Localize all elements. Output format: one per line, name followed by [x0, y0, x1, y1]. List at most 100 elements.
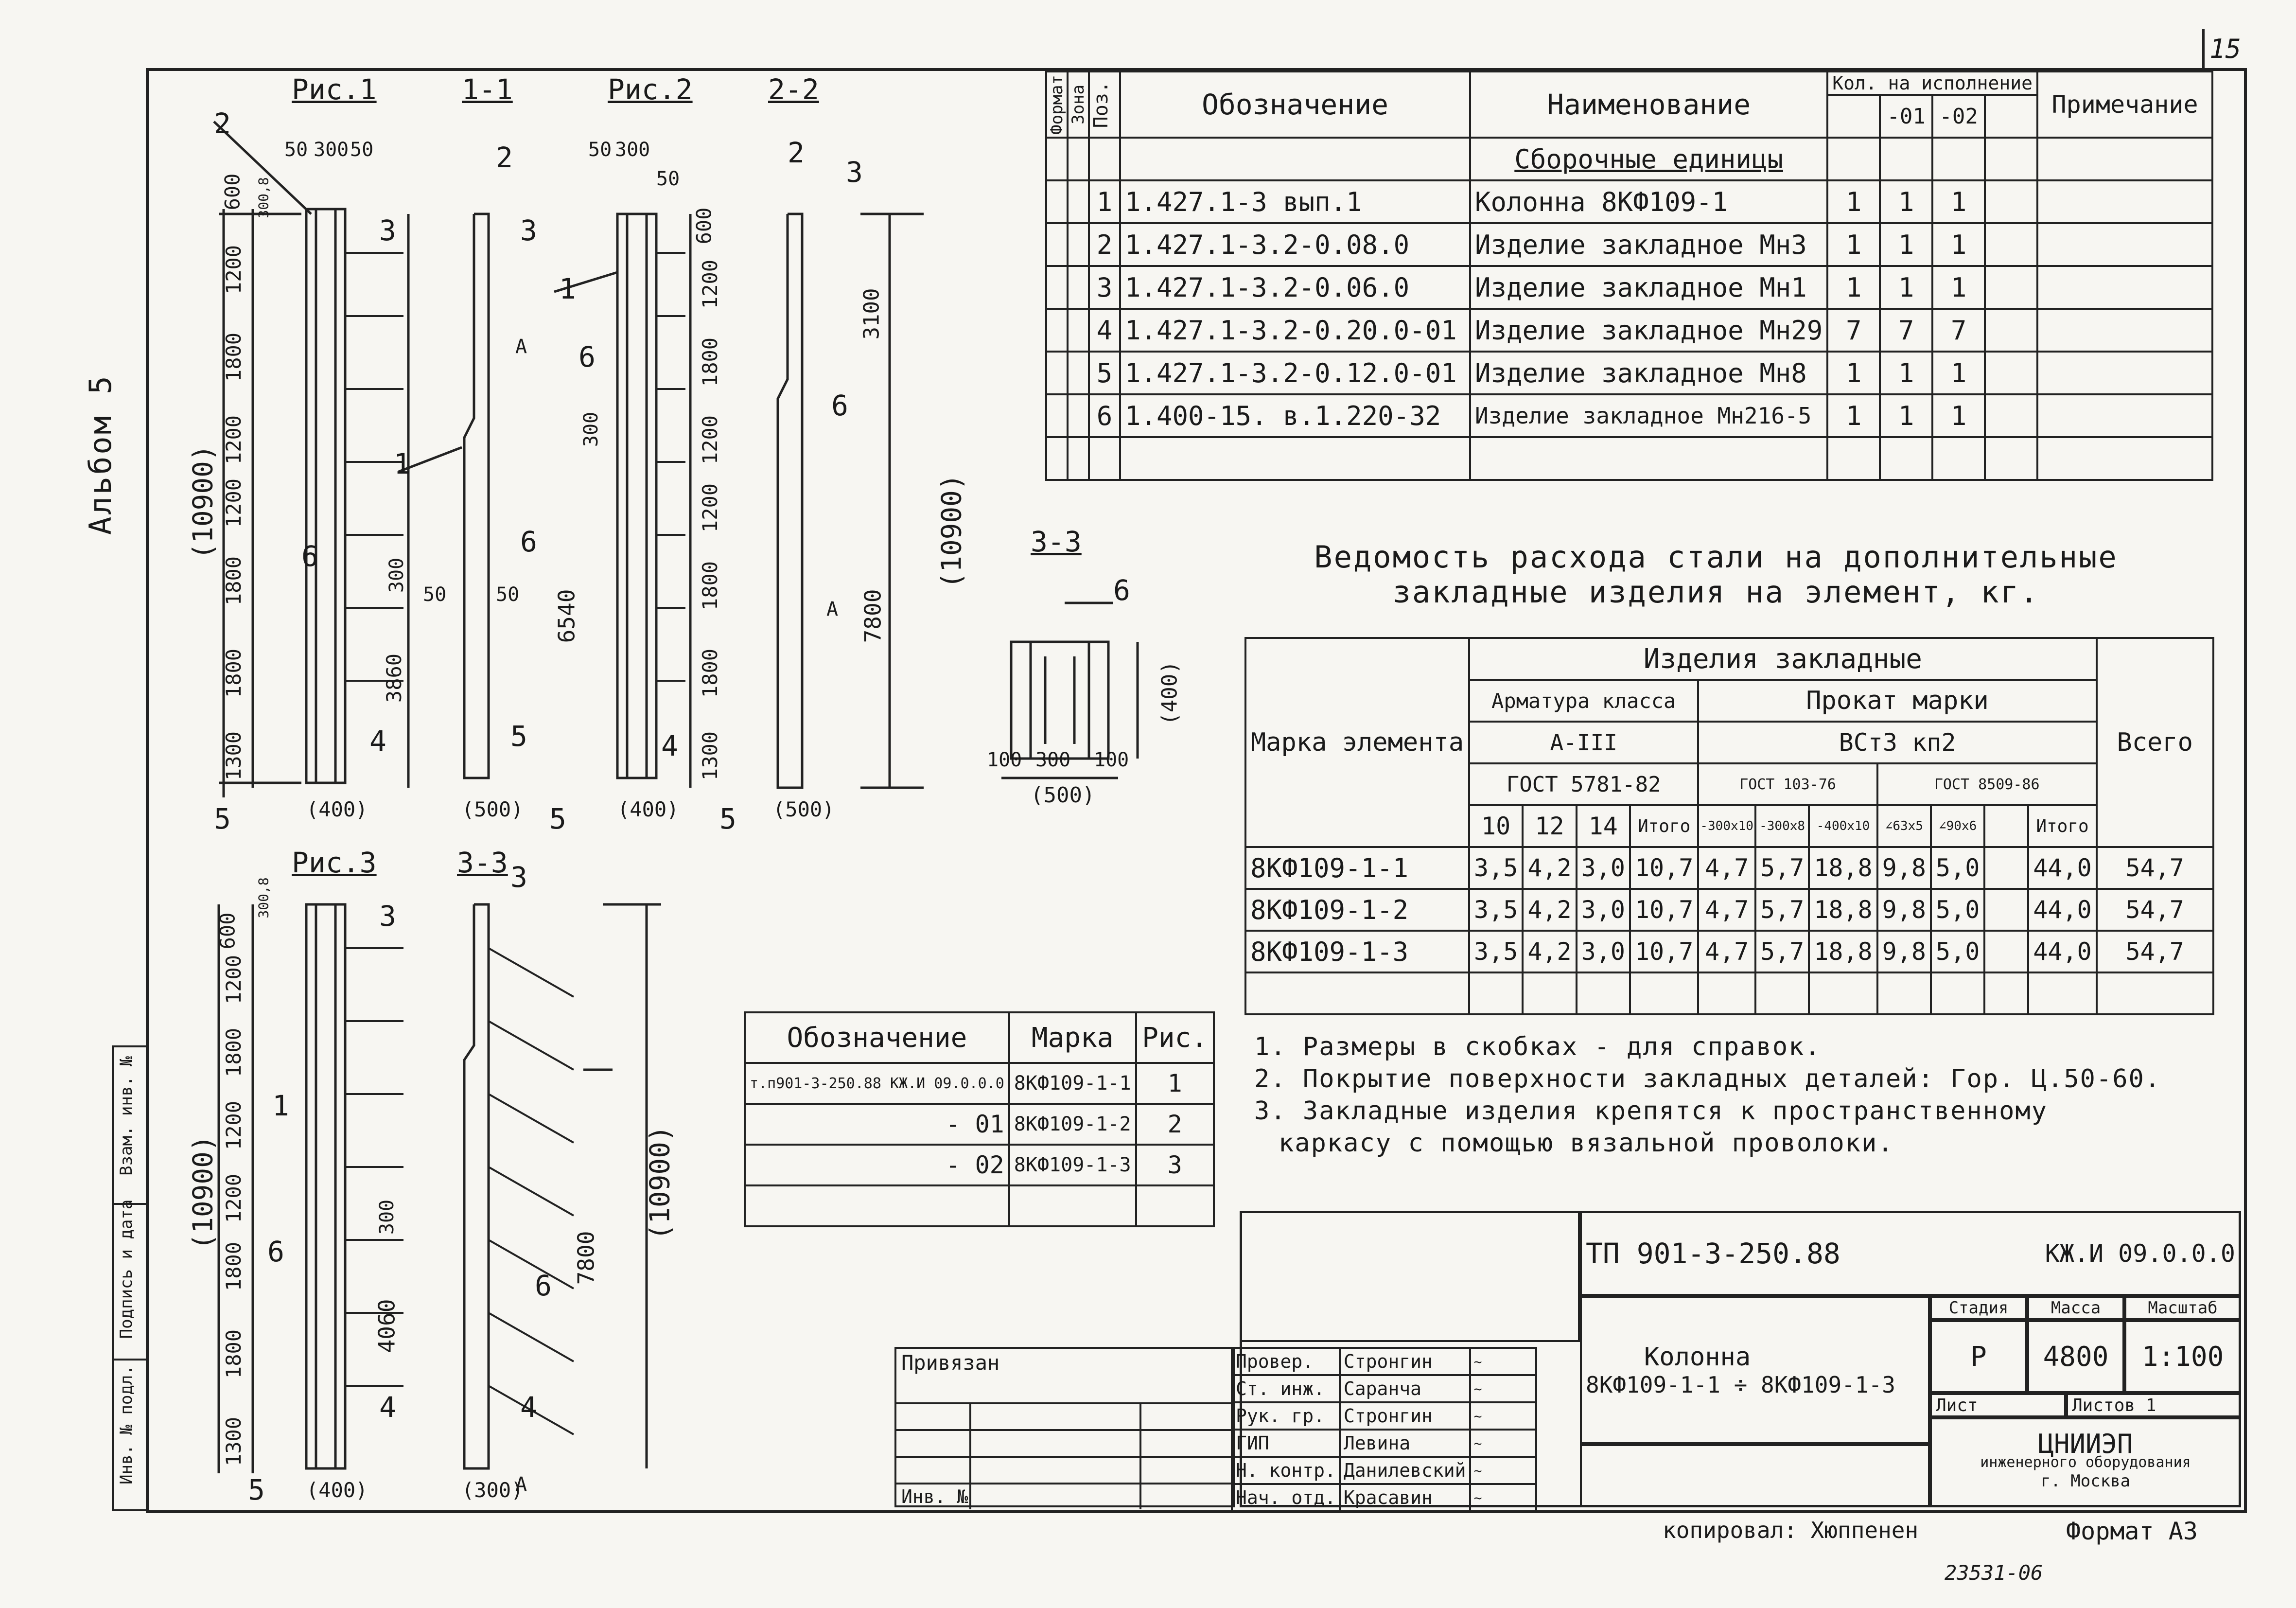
fig2-title: Рис.2	[608, 73, 693, 106]
bound-label: Привязан	[901, 1351, 1000, 1375]
callout-5b: 5	[510, 720, 527, 753]
dim-sect-100a: 100	[987, 749, 1022, 771]
stamp-number: 23531-06	[1945, 1561, 2043, 1585]
marks-h-fig: Рис.	[1135, 1011, 1215, 1064]
dim-fig1-1200a: 1200	[222, 245, 246, 295]
spec-h-pos: Поз.	[1088, 71, 1121, 139]
note-1: 1. Размеры в скобках - для справок.	[1254, 1032, 1821, 1061]
notes: 1. Размеры в скобках - для справок. 2. П…	[1254, 1031, 2161, 1159]
dim-sec22-500: (500)	[773, 797, 835, 821]
callout-4b: 4	[661, 729, 678, 762]
dim-fig3-300: 300	[376, 1199, 399, 1235]
steel-col-headers: 10 12 14 Итого -300х10 -300х8 -400х10 ∠6…	[1245, 804, 2213, 848]
callout-6d: 6	[831, 389, 848, 422]
callout-6g: 6	[535, 1269, 552, 1302]
dim-fig2-300: 300	[615, 139, 650, 161]
spec-section: Сборочные единицы	[1469, 137, 1829, 181]
spec-h-note: Примечание	[2036, 71, 2214, 139]
spec-h-qty-base	[1826, 94, 1881, 139]
spec-h-name: Наименование	[1469, 71, 1829, 139]
callout-6f: 6	[267, 1235, 284, 1268]
specification-table: Формат Зона Поз. Обозначение Наименовани…	[1045, 71, 2214, 481]
dim-sec33-300: (300)	[462, 1478, 524, 1502]
steel-table: Марка элемента Изделия закладные Всего А…	[1244, 637, 2214, 1015]
callout-6a: 6	[301, 540, 318, 573]
stamp-org1: ЦНИИЭП	[2038, 1428, 2133, 1459]
callout-3c: 3	[846, 156, 863, 189]
callout-A2: А	[826, 598, 839, 620]
dim-sect-400: (400)	[1157, 661, 1182, 725]
callout-3b: 3	[520, 214, 537, 247]
dim-sect-300: 300	[1035, 749, 1071, 771]
marks-h-mark: Марка	[1008, 1011, 1137, 1064]
callout-5a: 5	[214, 802, 231, 835]
copied-by: копировал: Хюппенен	[1663, 1517, 1919, 1543]
dim-fig2-50b: 50	[656, 168, 680, 190]
dim-fig3-1300: 1300	[222, 1416, 246, 1467]
callout-2c: 2	[788, 136, 805, 169]
dim-fig2-600: 600	[692, 207, 716, 245]
dim-fig1-1800a: 1800	[222, 332, 246, 382]
marks-h-designation: Обозначение	[744, 1011, 1010, 1064]
spec-h-zone: Зона	[1067, 71, 1090, 139]
spec-h-qty-01: -01	[1879, 94, 1934, 139]
dim-fig1-600: 600	[220, 173, 245, 211]
marks-row: - 02 8КФ109-1-3 3	[744, 1144, 1215, 1186]
dim-sect-100b: 100	[1094, 749, 1129, 771]
drawing-frame	[146, 68, 2247, 1513]
dim-fig2-1200a: 1200	[698, 259, 722, 309]
callout-3a: 3	[379, 214, 396, 247]
stamp-title-2: 8КФ109-1-1 ÷ 8КФ109-1-3	[1586, 1371, 1895, 1398]
spec-row: 4 1.427.1-3.2-0.20.0-01 Изделие закладно…	[1045, 308, 2214, 353]
dim-fig1-1200c: 1200	[222, 478, 246, 528]
callout-3e: 3	[510, 861, 527, 894]
stamp-h-mass: Масса	[2027, 1296, 2124, 1320]
stamp-sheet: Лист	[1930, 1393, 2066, 1417]
callout-4c: 4	[379, 1391, 396, 1424]
steel-h-rebar-gost: ГОСТ 5781-82	[1468, 762, 1700, 806]
dim-fig3-1200a: 1200	[222, 954, 246, 1005]
title-block: ТП 901-3-250.88 КЖ.И 09.0.0.0 Колонна 8К…	[1240, 1211, 2241, 1507]
dim-fig3-400: (400)	[306, 1478, 368, 1502]
callout-5c: 5	[549, 802, 566, 835]
stamp-sheets: Листов 1	[2066, 1393, 2241, 1417]
dim-sec11-50a: 50	[423, 583, 447, 606]
stamp-project: ТП 901-3-250.88	[1586, 1237, 1840, 1270]
signature-table: Провер. Стронгин ~ Ст. инж. Саранча ~ Ру…	[894, 1347, 1537, 1512]
callout-4d: 4	[520, 1391, 537, 1424]
side-strip	[112, 1045, 148, 1511]
spec-row: 2 1.427.1-3.2-0.08.0 Изделие закладное М…	[1045, 222, 2214, 267]
stamp-scale: 1:100	[2124, 1320, 2241, 1393]
dim-sec22-7800: 7800	[859, 589, 886, 643]
dim-fig3-1800b: 1800	[222, 1241, 246, 1291]
stamp-stage: Р	[1930, 1320, 2027, 1393]
dim-fig3-1800c: 1800	[222, 1329, 246, 1379]
inv-label: Инв. №	[901, 1486, 968, 1507]
steel-title-line2: закладные изделия на элемент, кг.	[1392, 574, 2040, 610]
dim-sec33-total: (10900)	[644, 1125, 676, 1240]
dim-sec11-300: 300	[386, 557, 408, 593]
note-3: 3. Закладные изделия крепятся к простран…	[1254, 1096, 2048, 1126]
dim-fig2-6540: 6540	[553, 589, 580, 643]
callout-4a: 4	[369, 724, 386, 758]
dim-fig3-total: (10900)	[187, 1135, 219, 1250]
steel-h-rebar-class: А-III	[1468, 721, 1700, 764]
dim-sect-500: (500)	[1031, 783, 1095, 808]
steel-h-items: Изделия закладные	[1468, 637, 2098, 681]
dim-sec33-7800: 7800	[573, 1231, 599, 1285]
callout-3d: 3	[379, 900, 396, 933]
dim-fig1-3008: 300,8	[255, 177, 272, 218]
bound-block: Привязан Инв. №	[894, 1347, 1235, 1509]
steel-h-rebar: Арматура класса	[1468, 679, 1700, 723]
spec-row: 1 1.427.1-3 вып.1 Колонна 8КФ109-1 1 1 1	[1045, 179, 2214, 224]
callout-5d: 5	[719, 802, 736, 835]
dim-fig2-300: 300	[580, 411, 603, 447]
callout-1a: 1	[394, 447, 411, 480]
steel-h-rolled-grade: ВСт3 кп2	[1697, 721, 2098, 764]
dim-fig1-total: (10900)	[187, 444, 219, 560]
dim-fig2-1300: 1300	[698, 731, 722, 781]
